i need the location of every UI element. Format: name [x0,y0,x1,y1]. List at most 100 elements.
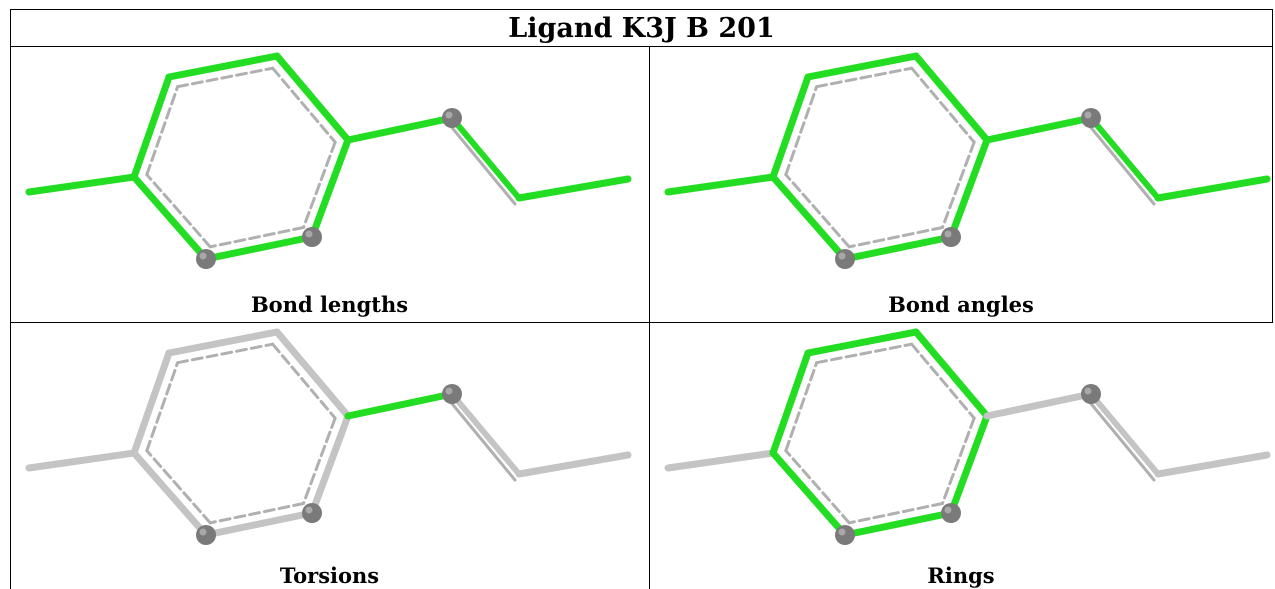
ring-bond [130,173,210,263]
atom-sphere [1081,384,1101,404]
caption-bond-lengths: Bond lengths [250,292,409,317]
ring-bond [947,136,991,241]
bond [344,390,456,420]
reference-bond [271,342,337,420]
atom-sphere [835,525,855,545]
reference-bond [1086,398,1156,482]
left-border [10,46,11,589]
bond [25,449,138,472]
ring-bond [769,173,849,263]
ring-bond [769,73,812,181]
reference-bond [784,173,851,249]
atom-highlight [944,230,952,238]
reference-bond [815,66,914,89]
ring-bond [202,233,316,263]
reference-bond [910,342,976,420]
ring-bond [804,328,920,357]
atom-highlight [838,252,846,260]
atom-highlight [445,111,453,119]
ring-bond [202,509,316,539]
caption-torsions: Torsions [279,563,380,588]
reference-bond [145,85,180,177]
bond [25,173,138,196]
reference-bond [847,225,944,249]
atom-highlight [445,387,453,395]
reference-bond [208,501,305,525]
atom-sphere [302,503,322,523]
reference-bond [301,416,337,505]
bond [1154,451,1271,478]
ring-bond [841,233,955,263]
ring-bond [912,328,991,420]
right-border [1272,46,1273,323]
ligand-title: Ligand K3J B 201 [508,12,775,44]
reference-bond [176,66,275,89]
molecule-bond-angles [664,52,1271,269]
reference-bond [910,66,976,144]
reference-bond [447,122,517,206]
bond [664,173,777,196]
caption-rings: Rings [927,563,995,588]
atom-sphere [1081,108,1101,128]
atom-sphere [442,384,462,404]
atom-highlight [1084,111,1092,119]
molecule-torsions [25,328,632,545]
ring-bond [308,412,352,517]
reference-bond [145,173,212,249]
atom-sphere [196,525,216,545]
reference-bond [784,85,819,177]
reference-bond [847,501,944,525]
reference-bond [145,449,212,525]
reference-bond [176,342,275,365]
row-divider [10,322,1273,323]
panel-rings [650,323,1272,556]
bond [1154,175,1271,202]
ring-bond [912,52,991,144]
panel-torsions [11,323,648,556]
atom-sphere [196,249,216,269]
atom-highlight [944,506,952,514]
atom-highlight [199,252,207,260]
atom-highlight [305,506,313,514]
caption-bond-angles: Bond angles [888,292,1034,317]
ring-bond [130,449,210,539]
reference-bond [784,449,851,525]
ring-bond [130,73,173,181]
title-cell: Ligand K3J B 201 [10,9,1273,47]
atom-highlight [838,528,846,536]
atom-highlight [1084,387,1092,395]
reference-bond [447,398,517,482]
atom-highlight [199,528,207,536]
bond [449,115,522,201]
reference-bond [301,140,337,229]
reference-bond [208,225,305,249]
reference-bond [784,361,819,453]
ring-bond [769,349,812,457]
ring-bond [947,412,991,517]
atom-sphere [835,249,855,269]
bond [515,451,632,478]
reference-bond [940,416,976,505]
bond [1088,115,1161,201]
bond [1088,391,1161,477]
panel-bond-angles [650,47,1272,280]
reference-bond [815,342,914,365]
molecule-rings [664,328,1271,545]
reference-bond [145,361,180,453]
ring-bond [841,509,955,539]
bond [449,391,522,477]
atom-sphere [302,227,322,247]
bond [983,114,1095,144]
reference-bond [940,140,976,229]
ring-bond [165,52,281,81]
ring-bond [804,52,920,81]
molecule-bond-lengths [25,52,632,269]
bond [664,449,777,472]
ring-bond [273,52,352,144]
bond [983,390,1095,420]
ring-bond [769,449,849,539]
bond [515,175,632,202]
atom-highlight [305,230,313,238]
atom-sphere [442,108,462,128]
atom-sphere [941,227,961,247]
